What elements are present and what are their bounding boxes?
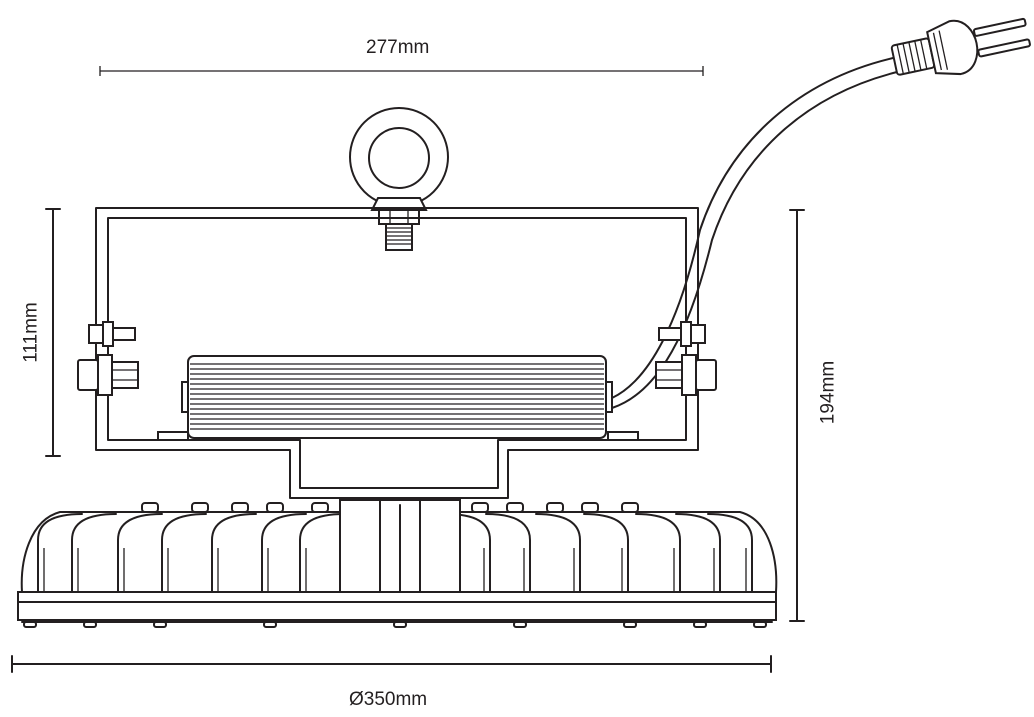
u-bracket <box>95 207 699 499</box>
power-cable <box>611 57 898 409</box>
power-plug <box>890 17 1031 76</box>
dimension-line-top <box>99 66 704 76</box>
dimension-line-left <box>45 208 61 457</box>
dimension-label-bracket-height: 111mm <box>20 302 42 363</box>
left-bracket-knob <box>77 321 139 396</box>
heatsink-housing <box>20 499 778 593</box>
dimension-label-total-height: 194mm <box>817 360 839 425</box>
dimension-label-bracket-width: 277mm <box>366 37 430 58</box>
dimension-line-right <box>789 209 805 622</box>
right-bracket-knob <box>655 321 717 396</box>
eye-bolt <box>349 107 449 251</box>
dimension-line-bottom <box>11 655 772 673</box>
base-ring <box>17 591 777 628</box>
dimension-label-diameter: Ø350mm <box>349 689 428 710</box>
led-driver <box>157 355 639 441</box>
